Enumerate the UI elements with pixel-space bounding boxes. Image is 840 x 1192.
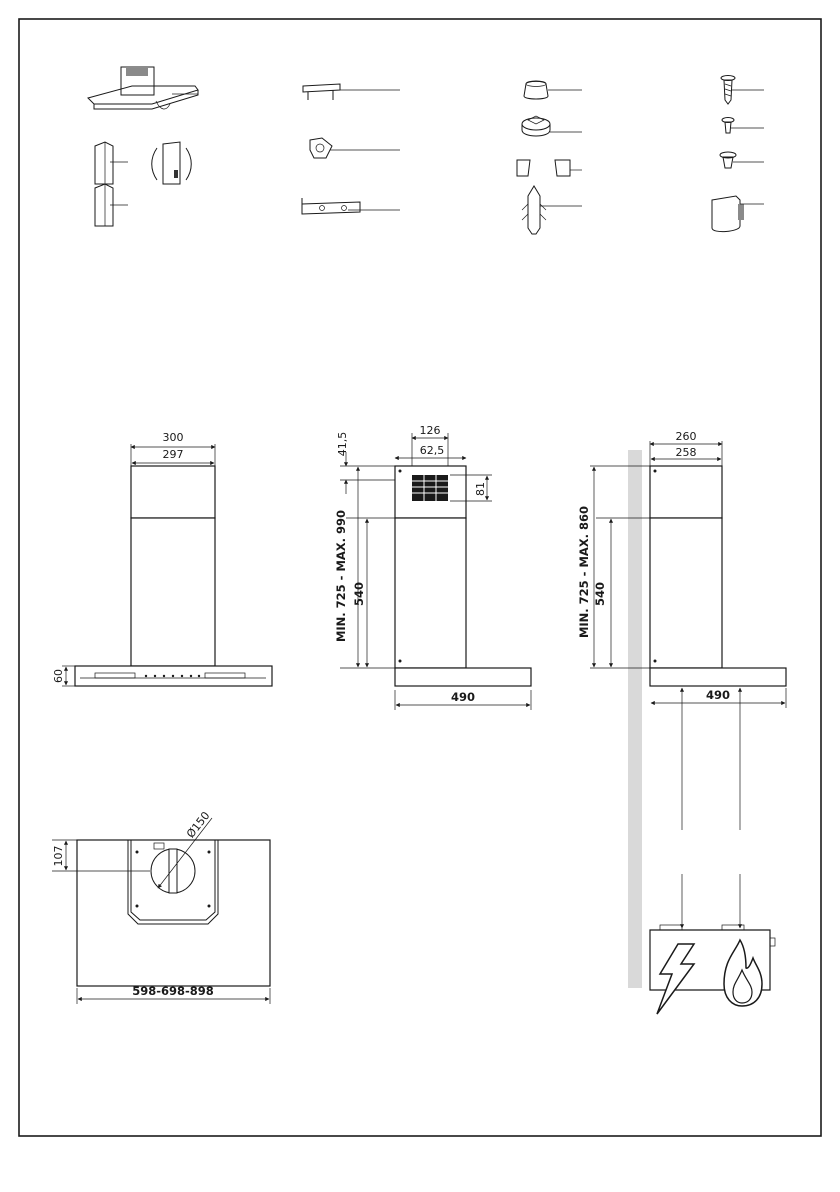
wall-view: 260 258 MIN. 725 - MAX. 860 540 490	[577, 430, 786, 1014]
wall-range-label: MIN. 725 - MAX. 860	[577, 506, 591, 638]
wall-lower-chimney-label: 540	[593, 582, 607, 606]
side-vent-grille	[412, 475, 448, 501]
side-range-label: MIN. 725 - MAX. 990	[334, 510, 348, 642]
part-screws-icon	[712, 76, 764, 232]
part-chimney-icon	[95, 142, 191, 226]
side-outlet-width-label: 126	[420, 424, 441, 437]
side-top-offset-label: 41,5	[336, 432, 349, 457]
wall	[628, 450, 642, 988]
bottom-view: Ø150 107 598-698-898	[52, 809, 270, 1004]
wall-width-inner-label: 258	[676, 446, 697, 459]
wall-width-outer-label: 260	[676, 430, 697, 443]
bottom-widths-label: 598-698-898	[132, 984, 214, 998]
parts-list	[88, 67, 764, 234]
front-width-outer-label: 300	[163, 431, 184, 444]
side-view: 126 62,5 81 41,5 MIN. 725	[334, 424, 531, 710]
side-lower-chimney-label: 540	[352, 582, 366, 606]
front-canopy-height-label: 60	[52, 669, 65, 683]
part-adapter-icon	[517, 81, 582, 234]
front-width-inner-label: 297	[163, 448, 184, 461]
side-outlet-inner-label: 62,5	[420, 444, 445, 457]
front-view: 300 297 60	[52, 431, 272, 686]
part-bracket-icon	[302, 84, 400, 214]
wall-depth-label: 490	[706, 688, 730, 702]
side-depth-label: 490	[451, 690, 475, 704]
side-grille-height-label: 81	[474, 482, 487, 496]
part-hood-icon	[88, 67, 198, 109]
bottom-outlet-offset-label: 107	[52, 846, 65, 867]
